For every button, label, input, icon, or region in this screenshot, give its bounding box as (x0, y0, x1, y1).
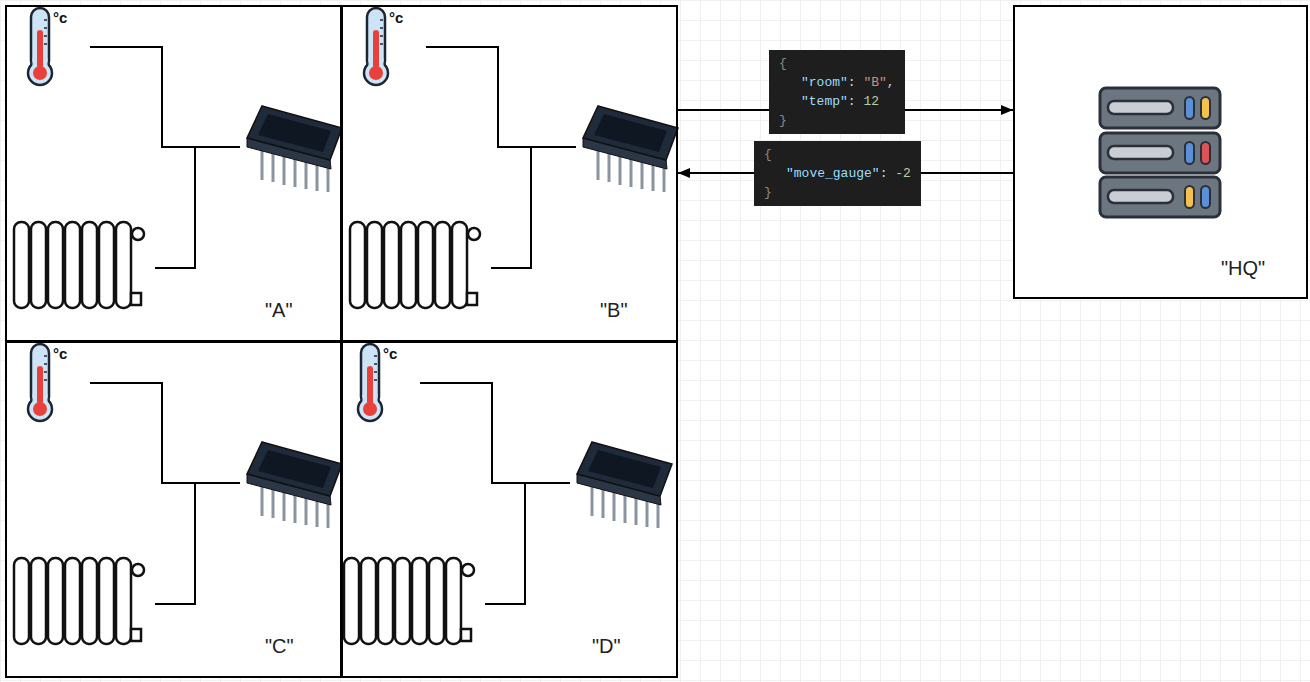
code-token: } (779, 113, 787, 128)
code-token: "move_gauge" (786, 166, 880, 181)
room-devices (350, 8, 678, 308)
code-line: "room": "B", (779, 73, 895, 92)
code-token: { (764, 147, 772, 162)
unit-mark: °c (53, 345, 67, 362)
label-holder: "HQ" (1221, 257, 1265, 280)
code-token: -2 (895, 166, 911, 181)
code-token: : (848, 75, 864, 90)
room-name: "D" (592, 635, 621, 658)
label-holder: "A" (265, 299, 293, 322)
room-name: "B" (600, 299, 628, 322)
code-line: "temp": 12 (779, 92, 895, 111)
room-name: "C" (265, 635, 294, 658)
json-message: { "room": "B", "temp": 12 } (769, 50, 905, 134)
code-token: { (779, 56, 787, 71)
server-box: "HQ" (1013, 5, 1308, 299)
json-message: { "move_gauge": -2 } (754, 141, 921, 206)
room-box: "A" (5, 5, 342, 342)
code-token: "temp" (801, 94, 848, 109)
unit-mark: °c (389, 9, 403, 26)
code-token: 12 (863, 94, 879, 109)
arrow-head (1001, 105, 1013, 115)
unit-mark: °c (383, 345, 397, 362)
code-token: } (764, 185, 772, 200)
room-devices (14, 344, 342, 644)
label-holder: { "room": "B", "temp": 12 } (769, 50, 905, 134)
server-icon (1100, 88, 1220, 217)
room-box: "D" (341, 341, 678, 678)
room-name: "HQ" (1221, 257, 1265, 280)
label-holder: °c (383, 345, 397, 363)
room-devices (14, 8, 342, 308)
unit-mark: °c (53, 9, 67, 26)
code-line: "move_gauge": -2 (764, 164, 911, 183)
label-holder: °c (53, 9, 67, 27)
room-name: "A" (265, 299, 293, 322)
room-box: "C" (5, 341, 342, 678)
code-token: "room" (801, 75, 848, 90)
label-holder: "B" (600, 299, 628, 322)
code-line: { (764, 145, 911, 164)
room-devices (344, 344, 672, 644)
arrow-head (678, 168, 690, 178)
label-holder: °c (389, 9, 403, 27)
code-line: } (764, 183, 911, 202)
code-line: { (779, 54, 895, 73)
code-line: } (779, 111, 895, 130)
label-holder: "C" (265, 635, 294, 658)
code-token: : (848, 94, 864, 109)
label-holder: °c (53, 345, 67, 363)
code-token: "B" (863, 75, 886, 90)
room-box: "B" (341, 5, 678, 342)
rooms-ground (5, 5, 678, 678)
label-holder: { "move_gauge": -2 } (754, 141, 921, 206)
code-token: : (880, 166, 896, 181)
hq-ground (1013, 5, 1308, 299)
code-token: , (887, 75, 895, 90)
label-holder: "D" (592, 635, 621, 658)
